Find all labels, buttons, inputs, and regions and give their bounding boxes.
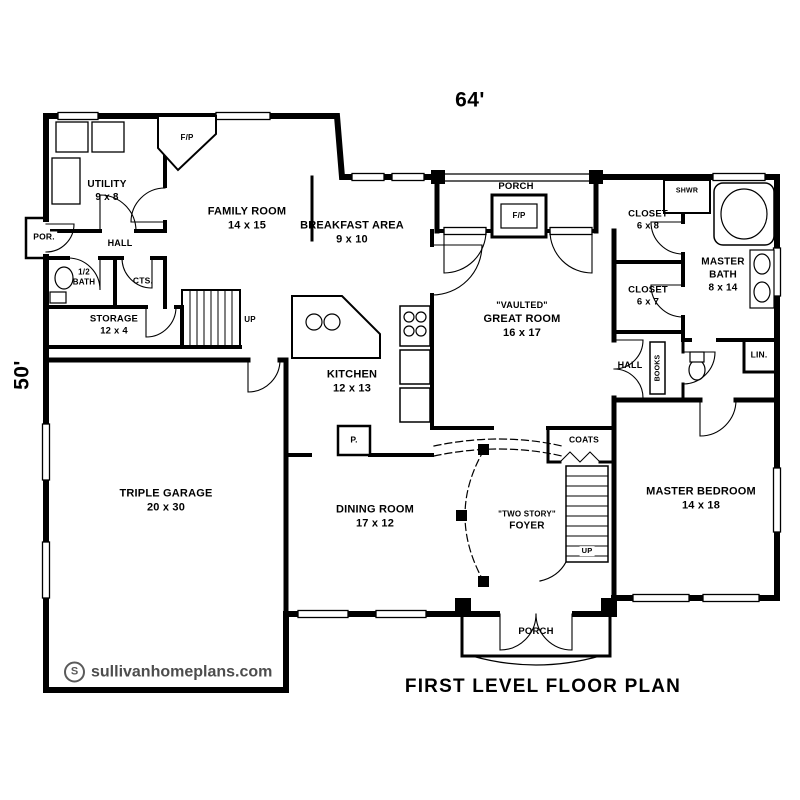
fireplace-family-icon bbox=[157, 115, 217, 172]
label-hall-left: HALL bbox=[107, 238, 133, 249]
label-porch-top: PORCH bbox=[498, 180, 534, 192]
bath-fixtures bbox=[49, 121, 775, 395]
label-fp-family: F/P bbox=[180, 132, 194, 142]
room-label-half-bath: 1/2 BATH bbox=[72, 267, 96, 287]
room-label-great-room: "VAULTED" GREAT ROOM 16 x 17 bbox=[483, 299, 561, 339]
kitchen-fixtures bbox=[291, 295, 431, 457]
room-label-kitchen: KITCHEN 12 x 13 bbox=[326, 368, 378, 395]
label-porch-bottom: PORCH bbox=[518, 625, 554, 637]
windows bbox=[41, 111, 782, 619]
stairs-main bbox=[181, 289, 241, 348]
label-hall-right: HALL bbox=[617, 360, 643, 371]
label-up-foyer-stairs: UP bbox=[579, 546, 595, 556]
room-label-closet-a: CLOSET 6 x 8 bbox=[628, 208, 668, 232]
dining-bay-columns bbox=[433, 438, 563, 587]
room-label-master-bedroom: MASTER BEDROOM 14 x 18 bbox=[646, 485, 756, 512]
room-label-utility: UTILITY 9 x 8 bbox=[87, 179, 127, 203]
room-label-foyer: "TWO STORY" FOYER bbox=[496, 509, 558, 533]
label-bookshelf: BOOKS bbox=[654, 354, 662, 382]
label-linen: LIN. bbox=[750, 349, 768, 360]
room-label-closet-b: CLOSET 6 x 7 bbox=[628, 284, 668, 308]
room-label-family-room: FAMILY ROOM 14 x 15 bbox=[207, 205, 287, 232]
room-label-breakfast-area: BREAKFAST AREA 9 x 10 bbox=[300, 219, 404, 246]
label-fp-porch: F/P bbox=[512, 210, 526, 220]
interior-walls bbox=[43, 114, 780, 658]
wall-openings bbox=[42, 222, 572, 619]
label-coats: COATS bbox=[568, 434, 600, 445]
label-pantry: P. bbox=[350, 434, 358, 445]
room-label-master-bath: MASTER BATH 8 x 14 bbox=[699, 255, 747, 295]
room-label-dining-room: DINING ROOM 17 x 12 bbox=[336, 503, 414, 530]
watermark-text: sullivanhomeplans.com bbox=[91, 663, 273, 680]
room-label-storage: STORAGE 12 x 4 bbox=[89, 313, 139, 337]
porch-posts bbox=[431, 170, 617, 666]
label-porch-left: POR. bbox=[31, 231, 57, 243]
dimension-height: 50' bbox=[10, 360, 34, 390]
label-up-main-stairs: UP bbox=[242, 314, 258, 326]
label-closets-abbrev: CTS. bbox=[132, 275, 154, 286]
label-shower: SHWR bbox=[675, 187, 699, 195]
room-label-triple-garage: TRIPLE GARAGE 20 x 30 bbox=[119, 487, 213, 514]
fireplace-porch-icon bbox=[490, 193, 548, 239]
sullivan-logo-icon: S bbox=[64, 661, 85, 683]
stairs-foyer bbox=[539, 465, 609, 582]
plan-title: FIRST LEVEL FLOOR PLAN bbox=[404, 676, 682, 697]
doors bbox=[45, 187, 737, 651]
watermark: S sullivanhomeplans.com bbox=[64, 661, 273, 683]
dimension-width: 64' bbox=[455, 88, 485, 112]
